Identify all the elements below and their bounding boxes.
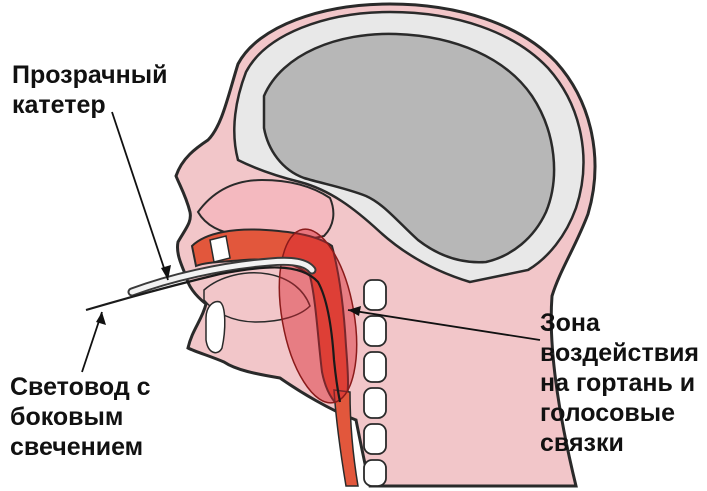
zone-label-line-3: на гортань и: [540, 368, 699, 398]
zone-label-line-4: голосовые: [540, 398, 699, 428]
fiber-label-line-3: свечением: [10, 432, 151, 462]
fiber-label-line-1: Световод с: [10, 372, 151, 402]
upper-teeth: [210, 236, 230, 262]
zone-label-line-2: воздействия: [540, 338, 699, 368]
catheter-label-line-1: Прозрачный: [12, 60, 168, 90]
zone-label: Зона воздействия на гортань и голосовые …: [540, 308, 699, 458]
fiber-label-line-2: боковым: [10, 402, 151, 432]
catheter-label-line-2: катетер: [12, 90, 168, 120]
catheter-label: Прозрачный катетер: [12, 60, 168, 120]
lower-teeth: [206, 302, 225, 353]
catheter-pointer: [112, 112, 168, 280]
zone-label-line-5: связки: [540, 428, 699, 458]
zone-label-line-1: Зона: [540, 308, 699, 338]
fiber-label: Световод с боковым свечением: [10, 372, 151, 462]
